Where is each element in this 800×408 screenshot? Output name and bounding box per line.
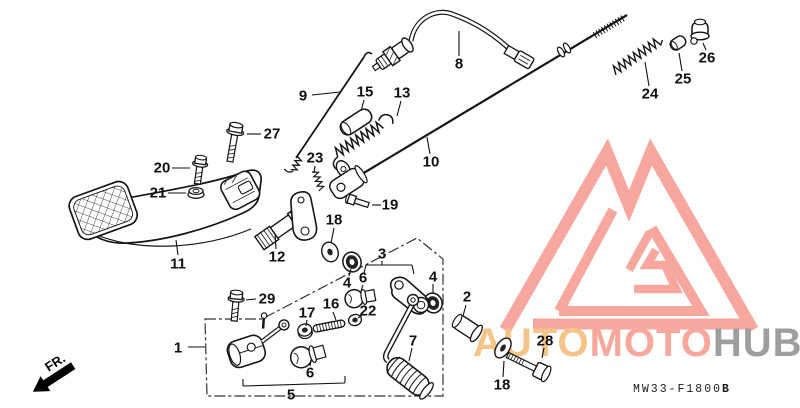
automotohub-wordmark: AUTOMOTOHUB [473,321,800,365]
part-flange-bolt-28 [505,351,552,383]
callout-3: 3 [378,246,386,263]
callout-15: 15 [357,84,374,101]
callout-4: 4 [429,269,438,286]
callout-8: 8 [455,56,463,73]
part-lock-nut-17 [297,323,313,340]
callout-bracket-5 [242,376,346,387]
fr-arrow-shaft [42,362,76,388]
part-pedal-link-bracket [226,312,290,369]
callout-4: 4 [343,275,352,292]
callout-1: 1 [174,340,182,357]
logo-spiral [625,229,683,294]
callout-7: 7 [409,333,417,350]
callout-leader-17 [305,319,308,327]
callout-5: 5 [287,387,295,404]
callout-leader-6 [309,359,312,367]
logo-inner-triangle [554,207,710,316]
callout-26: 26 [699,50,716,67]
callout-9: 9 [299,88,307,105]
part-spring-24 [612,37,664,76]
callout-13: 13 [394,85,411,102]
callout-leader-23 [313,165,316,174]
callout-leader-24 [644,61,650,87]
callout-leader-15 [360,99,365,112]
callout-10: 10 [423,154,440,171]
callout-leader-11 [175,239,179,256]
callout-29: 29 [259,291,276,308]
part-flange-bolt-20 [192,154,209,185]
part-collar-tube [339,108,373,136]
callout-leader-26 [702,42,707,51]
wordmark-hub: HUB [713,321,800,365]
part-joint-bolt [344,193,370,209]
part-washer-18-upper [321,241,339,263]
fr-arrow-head [32,376,51,392]
callout-leader-4 [348,268,352,277]
callout-18: 18 [494,377,511,394]
part-ball-joint-6-lower [289,344,327,369]
wordmark-moto: MOTO [590,321,713,365]
callout-leader-18 [502,360,505,378]
part-washer-18-lower [494,337,512,359]
callout-leader-16 [332,311,337,321]
part-seal-4-left [342,251,362,273]
callout-leader-2 [462,304,467,317]
callout-20: 20 [154,160,171,177]
callout-16: 16 [323,296,340,313]
logo-outer-m [499,138,759,333]
part-flange-nut-21 [187,186,205,199]
callout-leader-12 [274,232,277,250]
drawing-number-suffix: B [722,383,731,396]
callout-23: 23 [307,150,324,167]
part-brake-rod [329,14,628,200]
part-flange-bolt-29 [227,289,245,322]
drawing-number: MW33-F1800B [633,383,731,396]
callout-24: 24 [642,86,659,103]
callout-leader-10 [426,136,431,155]
assembly-group-box [204,237,444,397]
callout-leader-29 [245,298,257,301]
callout-6: 6 [359,270,367,287]
part-ball-joint-6-upper [344,288,377,309]
automotohub-logo-triangle [499,138,759,333]
part-brake-arm-joint [290,191,318,241]
callout-leader-9 [311,91,341,96]
callout-25: 25 [675,71,692,88]
callout-19: 19 [382,197,399,214]
part-flange-bolt-27 [226,121,245,163]
part-cap-nut-26 [690,18,710,45]
part-small-spring [311,171,326,192]
part-brake-pedal [68,169,262,247]
callout-12: 12 [269,249,286,266]
callout-11: 11 [170,256,186,273]
drawing-number-code: MW33-F1800 [633,383,722,396]
callout-21: 21 [150,185,167,202]
callout-leader-6 [360,284,364,292]
callout-28: 28 [537,333,554,350]
callout-18: 18 [326,212,343,229]
callout-leader-22 [357,314,363,319]
callout-27: 27 [264,126,281,143]
callout-17: 17 [299,305,316,322]
part-roller-25 [669,35,687,51]
automotohub-watermark: AUTOMOTOHUB [473,138,800,365]
callout-leader-25 [678,52,683,72]
part-adjust-rod-16 [312,319,346,333]
callout-leader-7 [408,347,413,362]
callout-bracket-3 [363,264,415,275]
callout-leader-13 [396,100,402,117]
callout-leader-18 [330,227,335,244]
wordmark-auto: AUTO [473,321,590,365]
callout-leader-28 [541,347,545,359]
part-bushing-2 [451,313,483,343]
callout-22: 22 [360,303,377,320]
fr-indicator: FR. [32,351,76,392]
part-switch-cable [371,9,535,72]
callout-2: 2 [463,289,471,306]
callout-6: 6 [306,365,314,382]
part-joint-rod [283,51,373,173]
part-gear-change-pedal [382,293,434,400]
